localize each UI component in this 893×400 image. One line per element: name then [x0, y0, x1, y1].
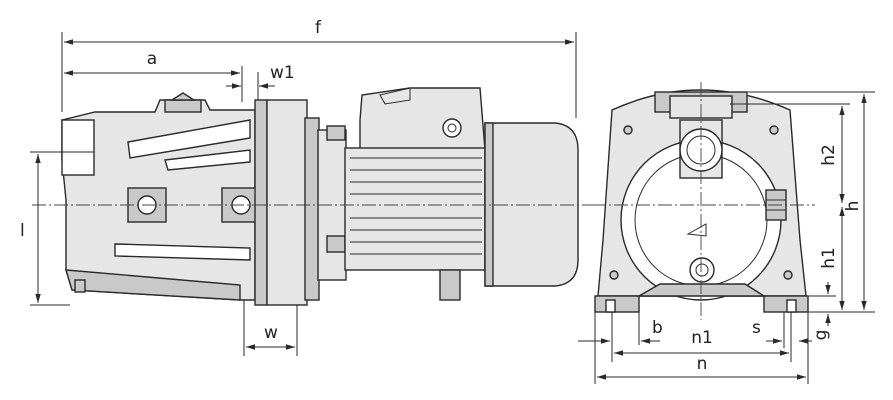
label-s: s — [752, 318, 761, 338]
label-g: g — [811, 330, 831, 341]
dimension-n1: n1 — [611, 312, 792, 362]
dimension-f: f — [61, 18, 577, 118]
dimension-s: s — [752, 312, 812, 348]
dimension-h1: h1 — [819, 207, 845, 310]
dimension-l: l — [20, 151, 94, 306]
dimension-w: w — [243, 300, 298, 356]
motor — [317, 87, 579, 301]
dimension-n: n — [594, 312, 809, 384]
label-l: l — [20, 221, 25, 241]
dimension-g: g — [808, 282, 836, 340]
label-h2: h2 — [819, 144, 839, 166]
dimension-h2: h2 — [730, 103, 850, 203]
label-w: w — [264, 323, 278, 343]
front-view: h h2 h1 g b — [578, 82, 875, 384]
label-h1: h1 — [819, 247, 839, 269]
label-b: b — [652, 318, 663, 338]
dimension-a: a — [64, 49, 243, 102]
motor-cooling-ribs — [350, 157, 482, 255]
label-w1: w1 — [270, 63, 295, 83]
pump-housing — [61, 92, 261, 301]
dimension-h: h — [748, 91, 875, 313]
label-h: h — [843, 201, 863, 212]
label-n1: n1 — [691, 328, 713, 348]
label-a: a — [147, 49, 157, 69]
side-view: f a w1 l w — [20, 18, 600, 356]
label-n: n — [697, 354, 708, 374]
label-f: f — [315, 18, 322, 38]
dimension-b: b — [578, 312, 663, 345]
dimension-w1: w1 — [226, 63, 295, 100]
flange-plate — [254, 99, 320, 306]
